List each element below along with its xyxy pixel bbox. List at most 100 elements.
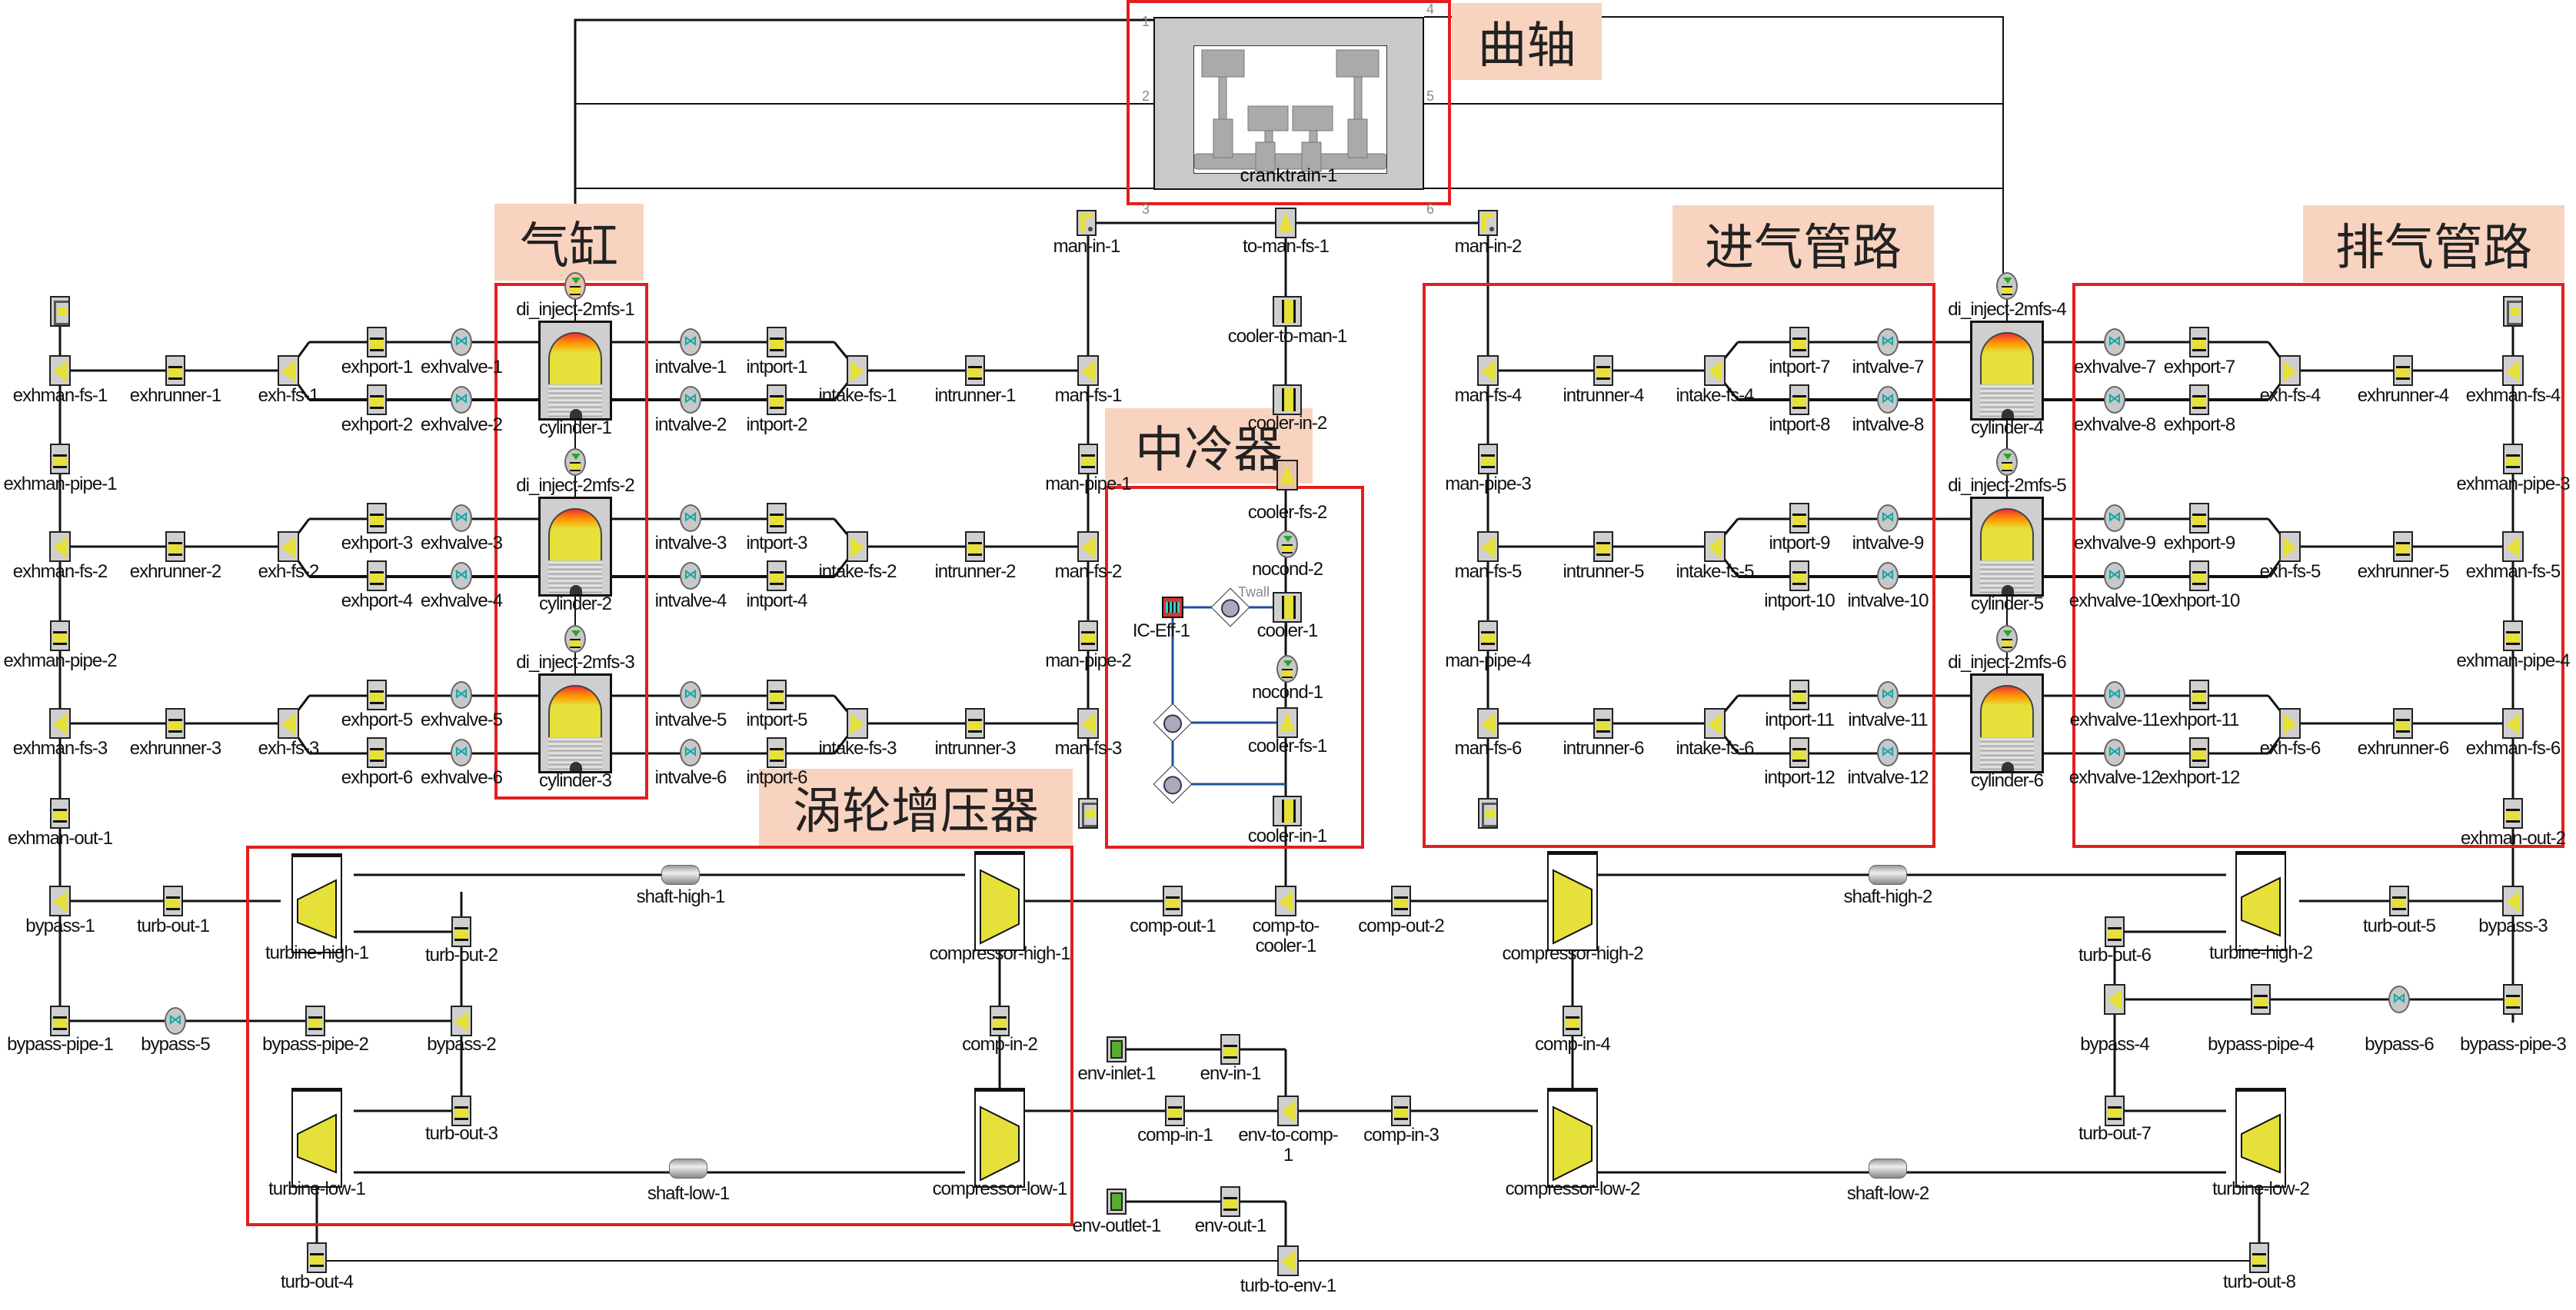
exhvalve-2[interactable] [451, 386, 472, 414]
nocond-1[interactable] [1276, 655, 1298, 683]
bypass-pipe-2[interactable] [305, 1006, 325, 1036]
intvalve-4[interactable] [680, 562, 701, 590]
comp-in-3[interactable] [1391, 1096, 1411, 1126]
intvalve-11[interactable] [1877, 681, 1899, 709]
intvalve-10[interactable] [1877, 562, 1899, 590]
exh-fs-1[interactable] [278, 355, 299, 386]
intvalve-6[interactable] [680, 739, 701, 766]
shaft-low-2[interactable] [1869, 1159, 1907, 1179]
exhrunner-2[interactable] [165, 531, 185, 562]
man-fs-3[interactable] [1077, 708, 1099, 739]
man-pipe-4[interactable] [1478, 620, 1498, 651]
exhport-12[interactable] [2189, 737, 2209, 768]
exhman-fs-4[interactable] [2502, 355, 2524, 386]
turb-out-2[interactable] [451, 916, 471, 947]
man-endcap-right[interactable] [1478, 798, 1498, 829]
man-in-1[interactable] [1077, 210, 1097, 236]
exhvalve-11[interactable] [2104, 681, 2125, 709]
exhport-7[interactable] [2189, 327, 2209, 357]
intport-3[interactable] [767, 503, 787, 534]
turbine-high-2[interactable] [2235, 851, 2286, 951]
exhvalve-1[interactable] [451, 328, 472, 356]
comp-out-2[interactable] [1391, 886, 1411, 916]
nocond-2[interactable] [1276, 530, 1298, 558]
compressor-high-2[interactable] [1547, 851, 1598, 951]
bypass-5[interactable] [165, 1007, 186, 1035]
exhvalve-10[interactable] [2104, 562, 2125, 590]
man-fs-6[interactable] [1477, 708, 1499, 739]
exh-fs-3[interactable] [278, 708, 299, 739]
bypass-3[interactable] [2502, 886, 2524, 916]
exhvalve-3[interactable] [451, 504, 472, 532]
bypass-4[interactable] [2104, 984, 2125, 1015]
intport-1[interactable] [767, 327, 787, 357]
intport-10[interactable] [1789, 560, 1809, 591]
cooler-fs-1[interactable] [1276, 707, 1298, 738]
env-outlet-1[interactable] [1107, 1189, 1127, 1215]
intrunner-5[interactable] [1593, 531, 1613, 562]
exhvalve-12[interactable] [2104, 739, 2125, 766]
exhport-5[interactable] [367, 680, 387, 710]
exh-fs-6[interactable] [2279, 708, 2301, 739]
intport-11[interactable] [1789, 680, 1809, 710]
cooler-to-man-1[interactable] [1273, 296, 1302, 327]
turb-out-1[interactable] [163, 886, 183, 916]
exhman-pipe-3[interactable] [2503, 444, 2523, 474]
man-in-2[interactable] [1478, 210, 1498, 236]
env-to-comp-1[interactable] [1277, 1096, 1299, 1126]
ic-eff-1[interactable] [1162, 597, 1183, 618]
cylinder-3[interactable] [538, 673, 612, 773]
intport-2[interactable] [767, 384, 787, 415]
shaft-low-1[interactable] [669, 1159, 707, 1179]
comp-in-1[interactable] [1165, 1096, 1185, 1126]
exhman-out-2[interactable] [2503, 798, 2523, 829]
di-inject-2mfs-1[interactable] [564, 272, 586, 300]
shaft-high-1[interactable] [661, 865, 700, 885]
bypass-pipe-1[interactable] [50, 1006, 70, 1036]
di-inject-2mfs-6[interactable] [1996, 625, 2018, 653]
exhport-8[interactable] [2189, 384, 2209, 415]
man-fs-2[interactable] [1077, 531, 1099, 562]
intvalve-7[interactable] [1877, 328, 1899, 356]
exh-fs-2[interactable] [278, 531, 299, 562]
exhrunner-3[interactable] [165, 708, 185, 739]
intake-fs-4[interactable] [1704, 355, 1726, 386]
exhport-2[interactable] [367, 384, 387, 415]
exhrunner-5[interactable] [2393, 531, 2413, 562]
turb-out-5[interactable] [2389, 886, 2409, 916]
comp-in-4[interactable] [1563, 1006, 1583, 1036]
man-fs-1[interactable] [1077, 355, 1099, 386]
man-fs-4[interactable] [1477, 355, 1499, 386]
exhport-1[interactable] [367, 327, 387, 357]
shaft-high-2[interactable] [1869, 865, 1907, 885]
cylinder-6[interactable] [1970, 673, 2044, 773]
bypass-2[interactable] [451, 1006, 472, 1036]
intvalve-3[interactable] [680, 504, 701, 532]
intport-4[interactable] [767, 560, 787, 591]
env-out-1[interactable] [1220, 1186, 1240, 1217]
turbine-high-1[interactable] [291, 853, 342, 953]
exhman-out-1[interactable] [50, 798, 70, 829]
compressor-high-1[interactable] [974, 851, 1025, 951]
man-pipe-1[interactable] [1078, 444, 1098, 474]
turb-out-4[interactable] [307, 1242, 327, 1273]
turb-out-6[interactable] [2105, 916, 2125, 947]
intvalve-9[interactable] [1877, 504, 1899, 532]
intrunner-4[interactable] [1593, 355, 1613, 386]
intake-fs-5[interactable] [1704, 531, 1726, 562]
cooler-in-1[interactable] [1273, 796, 1302, 826]
cooler-in-2[interactable] [1273, 384, 1302, 415]
exhrunner-4[interactable] [2393, 355, 2413, 386]
man-endcap-left[interactable] [1078, 798, 1098, 829]
exhman-pipe-2[interactable] [50, 620, 70, 651]
intvalve-2[interactable] [680, 386, 701, 414]
exhvalve-9[interactable] [2104, 504, 2125, 532]
exhman-fs-1[interactable] [49, 355, 71, 386]
exh-fs-5[interactable] [2279, 531, 2301, 562]
env-inlet-1[interactable] [1107, 1036, 1127, 1062]
bypass-1[interactable] [49, 886, 71, 916]
env-in-1[interactable] [1220, 1034, 1240, 1065]
cranktrain[interactable]: cranktrain-1 [1153, 17, 1424, 190]
intake-fs-2[interactable] [847, 531, 868, 562]
turb-out-7[interactable] [2105, 1096, 2125, 1126]
